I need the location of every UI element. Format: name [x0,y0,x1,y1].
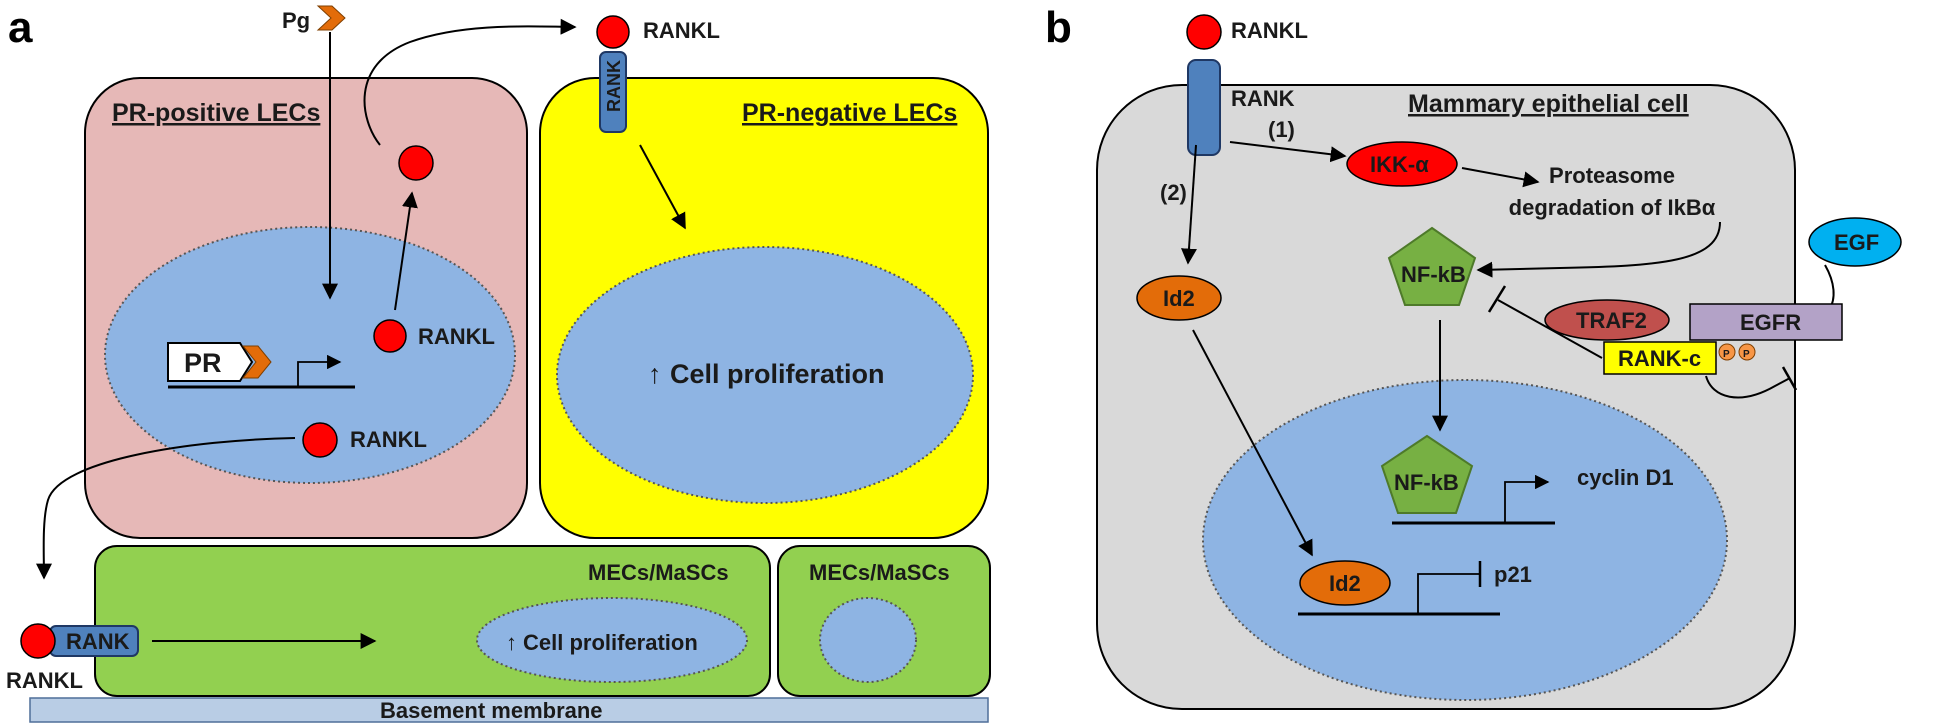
rankc-egfr-inhibition-bar [1781,366,1798,391]
basement-membrane [29,697,989,723]
rankl-secreted-label: RANKL [350,427,427,452]
panel-a-letter: a [8,3,33,52]
up-arrow-green: ↑ [506,630,517,655]
rankl-paracrine-arrow [35,437,296,580]
rankl-secretion-arrow [363,18,577,146]
egfr-node [1689,303,1843,341]
rankl-up-arrow [394,191,418,311]
mec-nucleus [1202,379,1728,701]
pr-positive-title: PR-positive LECs [112,99,320,127]
phospho-icon-2 [1738,343,1756,361]
rankl-b-label: RANKL [1231,18,1308,43]
nfkb-nuc-label: NF-kB [1394,470,1459,495]
path2-label: (2) [1160,180,1187,205]
path1-arrow [1229,141,1347,163]
nfkb-nucleus-node [1380,434,1474,514]
phospho-label-1: P [1723,349,1730,360]
rankc-egfr-inhibition [1705,375,1791,399]
rankl-ligand-b [1186,14,1222,50]
rank-bottom-label: RANK [66,629,130,654]
proteasome-line2: degradation of IkBα [1509,195,1716,220]
pr-negative-title: PR-negative LECs [742,99,957,127]
pr-chevron-icon [241,345,272,379]
rankl-secreted-circle [302,422,338,458]
pr-negative-nucleus [556,246,974,504]
p21-repression-line [1417,573,1480,614]
mecs-title-1: MECs/MaSCs [588,560,729,585]
phospho-label-2: P [1743,349,1750,360]
rank-b-label: RANK [1231,86,1295,111]
rank-receptor-label: RANK [604,60,624,112]
ikk-alpha-node [1346,141,1458,187]
rankc-nfkb-inhibition [1497,299,1603,359]
rankl-ligand-top [596,15,630,49]
cell-title: Mammary epithelial cell [1408,90,1689,118]
id2-translocation-arrow [1192,329,1313,557]
id2-cyto-label: Id2 [1163,286,1195,311]
egf-label: EGF [1834,230,1879,255]
mecs-title-2: MECs/MaSCs [809,560,950,585]
traf2-label: TRAF2 [1576,308,1647,333]
traf2-node [1544,299,1670,341]
pg-label: Pg [282,8,310,33]
nfkb-cyto-label: NF-kB [1401,262,1466,287]
basement-membrane-label: Basement membrane [380,698,603,723]
path1-label: (1) [1268,117,1295,142]
rankc-nfkb-inhibition-bar [1487,285,1507,313]
rankl-top-label: RANKL [643,18,720,43]
cell-proliferation-yellow: Cell proliferation [670,359,885,389]
panel-b-letter: b [1045,3,1072,52]
rank-c-node [1603,341,1717,375]
pr-transcription-arrow [297,354,342,387]
rank-c-label: RANK-c [1618,346,1701,371]
path2-arrow [1180,144,1197,265]
pr-positive-nucleus [104,226,516,484]
p21-label: p21 [1494,562,1532,587]
id2-cytoplasm-node [1136,275,1222,321]
pr-gene-box [167,342,254,382]
proteasome-line1: Proteasome [1549,163,1675,188]
rankl-nucleus-circle [373,319,407,353]
cell-proliferation-green: Cell proliferation [523,630,698,655]
proteasome-nfkb-arrow [1476,221,1721,278]
id2-nuc-label: Id2 [1329,571,1361,596]
ikk-proteasome-arrow [1461,167,1540,188]
id2-nucleus-node [1299,560,1391,606]
mecs-nucleus-2 [819,597,917,683]
rankl-bottom-label: RANKL [6,668,83,693]
phospho-icon-1 [1718,343,1736,361]
ikk-label: IKK-α [1370,152,1429,177]
mecs-nucleus-1 [476,597,748,683]
rank-receptor-b [1187,59,1221,156]
rank-proliferation-arrow [639,144,686,230]
egfr-label: EGFR [1740,310,1801,335]
nfkb-cytoplasm-node [1387,226,1477,306]
pg-chevron-icon [316,5,346,31]
egf-node [1808,217,1902,267]
rankl-cytoplasm-circle [398,145,434,181]
rank-receptor-vertical [599,51,627,133]
cyclin-transcription-arrow [1504,474,1550,523]
rankl-nucleus-label: RANKL [418,324,495,349]
pr-gene-label: PR [184,348,222,378]
cyclin-label: cyclin D1 [1577,465,1674,490]
up-arrow-yellow: ↑ [648,359,662,389]
rankl-bottom-circle [20,623,56,659]
